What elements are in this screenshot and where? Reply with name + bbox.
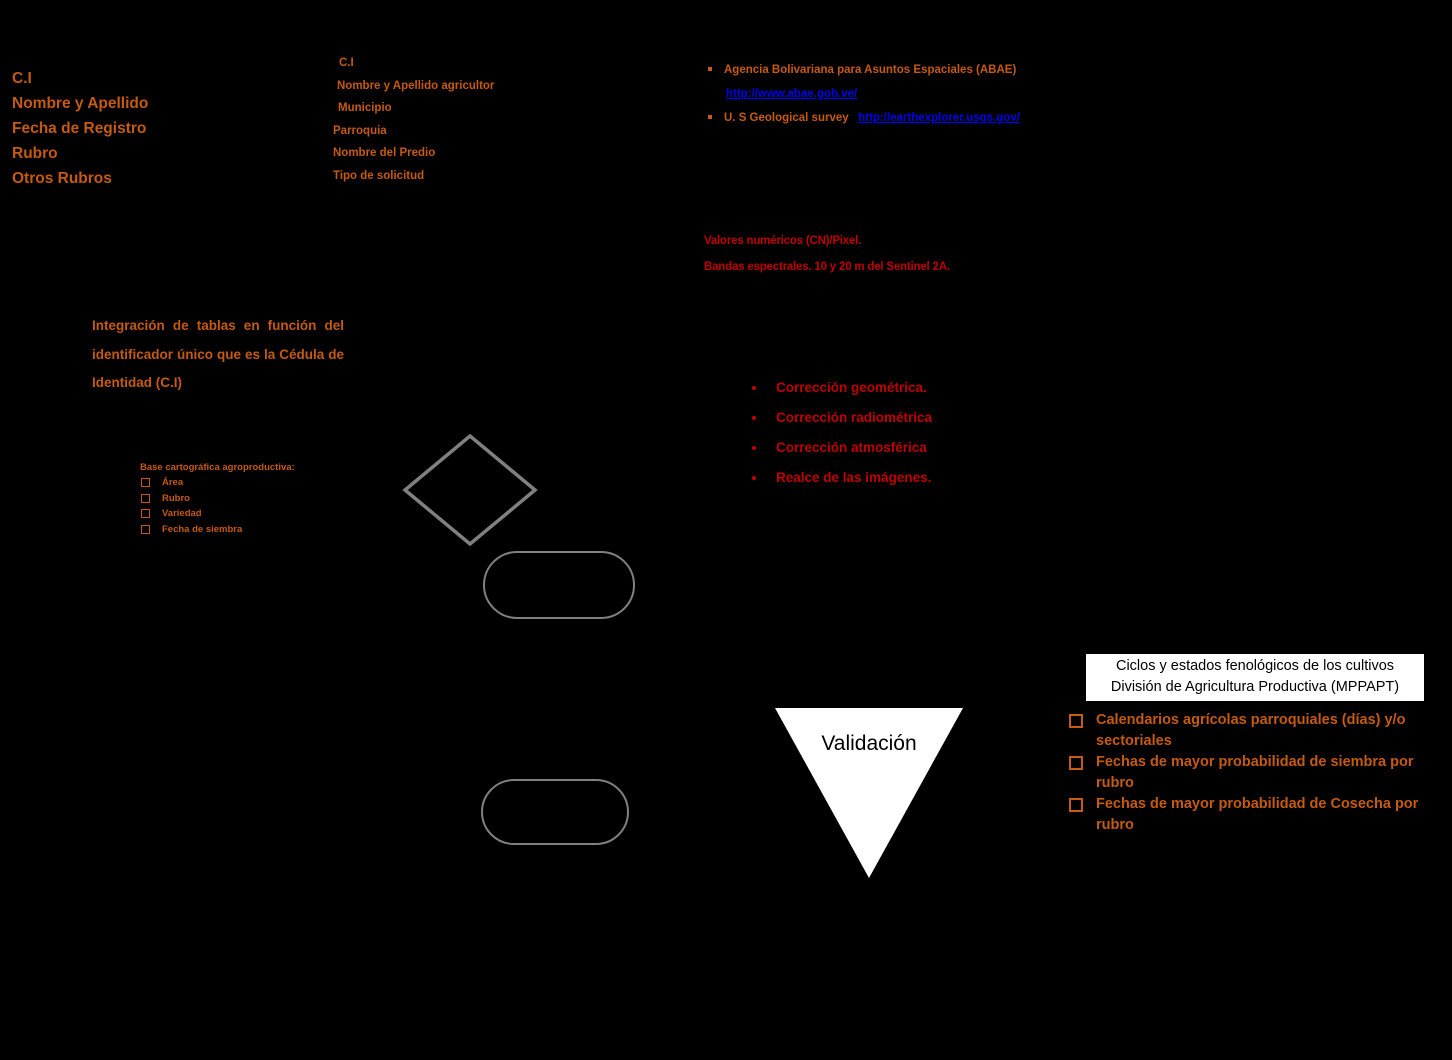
phenology-item-label: Fechas de mayor probabilidad de siembra … xyxy=(1096,754,1414,791)
abae-link[interactable]: http://www.abae.gob.ve/ xyxy=(726,88,858,100)
carto-base-item: Rubro xyxy=(140,491,370,507)
source-link-row-abae: http://www.abae.gob.ve/ xyxy=(704,82,1104,106)
phenology-header-line-2: División de Agricultura Productiva (MPPA… xyxy=(1110,679,1400,695)
process-stadium-shape-bottom xyxy=(481,779,629,845)
checkbox-icon xyxy=(141,524,150,534)
farmer-field-item: Nombre del Predio xyxy=(333,147,436,159)
carto-base-item-label: Área xyxy=(162,477,184,488)
data-sources-list: Agencia Bolivariana para Asuntos Espacia… xyxy=(704,58,1104,130)
carto-base-title: Base cartográfica agroproductiva: xyxy=(140,462,295,473)
phenology-checklist: Calendarios agrícolas parroquiales (días… xyxy=(1066,710,1436,836)
integration-note: Integración de tablas en función del ide… xyxy=(92,318,344,390)
farmer-field-item: Tipo de solicitud xyxy=(333,169,425,182)
carto-base-item: Fecha de siembra xyxy=(140,522,370,538)
farmer-field-item: C.I xyxy=(339,57,354,69)
correction-item: Corrección radiométrica xyxy=(748,403,1078,433)
phenology-item: Fechas de mayor probabilidad de siembra … xyxy=(1066,752,1436,794)
spectral-bands-line: Bandas espectrales. 10 y 20 m del Sentin… xyxy=(704,261,950,273)
registry-field-item: Nombre y Apellido xyxy=(12,95,149,112)
pixel-values-block: Valores numéricos (CN)/Pixel. Bandas esp… xyxy=(704,228,1104,280)
carto-base-item: Variedad xyxy=(140,506,370,522)
phenology-item: Fechas de mayor probabilidad de Cosecha … xyxy=(1066,794,1436,836)
phenology-header-line-1: Ciclos y estados fenológicos de los cult… xyxy=(1115,658,1395,674)
checkbox-icon xyxy=(141,478,150,487)
phenology-item-label: Calendarios agrícolas parroquiales (días… xyxy=(1096,712,1406,749)
source-item-abae: Agencia Bolivariana para Asuntos Espacia… xyxy=(704,58,1104,82)
source-label: U. S Geological survey xyxy=(724,112,849,124)
carto-base-checklist: Base cartográfica agroproductiva: Área R… xyxy=(140,461,370,537)
registry-field-item: Otros Rubros xyxy=(12,170,112,187)
process-stadium-shape-top xyxy=(483,551,635,619)
farmer-field-item: Parroquia xyxy=(333,124,387,137)
validation-triangle-shape xyxy=(775,708,963,878)
farmer-fields-list: C.I Nombre y Apellido agricultor Municip… xyxy=(333,52,583,187)
farmer-field-item: Nombre y Apellido agricultor xyxy=(337,79,495,92)
carto-base-item-label: Variedad xyxy=(162,508,202,520)
correction-item: Corrección atmosférica xyxy=(748,433,1078,463)
registry-field-item: Rubro xyxy=(12,145,58,162)
phenology-item: Calendarios agrícolas parroquiales (días… xyxy=(1066,710,1436,752)
corrections-list: Corrección geométrica. Corrección radiom… xyxy=(748,373,1078,493)
checkbox-icon xyxy=(1069,756,1083,770)
phenology-header-box: Ciclos y estados fenológicos de los cult… xyxy=(1085,653,1425,702)
checkbox-icon xyxy=(141,493,150,503)
phenology-item-label: Fechas de mayor probabilidad de Cosecha … xyxy=(1096,796,1419,833)
farmer-field-item: Municipio xyxy=(338,102,392,114)
decision-diamond-shape xyxy=(402,433,538,547)
registry-fields-list: C.I Nombre y Apellido Fecha de Registro … xyxy=(12,66,312,191)
checkbox-icon xyxy=(1069,798,1083,812)
pixel-values-line: Valores numéricos (CN)/Pixel. xyxy=(704,235,862,247)
carto-base-item: Área xyxy=(140,475,370,491)
registry-field-item: C.I xyxy=(12,70,32,87)
usgs-link[interactable]: http://earthexplorer.usgs.gov/ xyxy=(858,112,1020,124)
correction-item: Corrección geométrica. xyxy=(748,373,1078,403)
registry-field-item: Fecha de Registro xyxy=(12,120,147,137)
carto-base-item-label: Fecha de siembra xyxy=(162,523,243,535)
source-label: Agencia Bolivariana para Asuntos Espacia… xyxy=(724,64,1017,76)
checkbox-icon xyxy=(1069,714,1083,728)
carto-base-item-label: Rubro xyxy=(162,492,190,504)
checkbox-icon xyxy=(141,509,150,519)
correction-item: Realce de las imágenes. xyxy=(748,463,1078,493)
validation-label: Validación xyxy=(821,732,917,755)
source-item-usgs: U. S Geological survey http://earthexplo… xyxy=(704,106,1104,130)
